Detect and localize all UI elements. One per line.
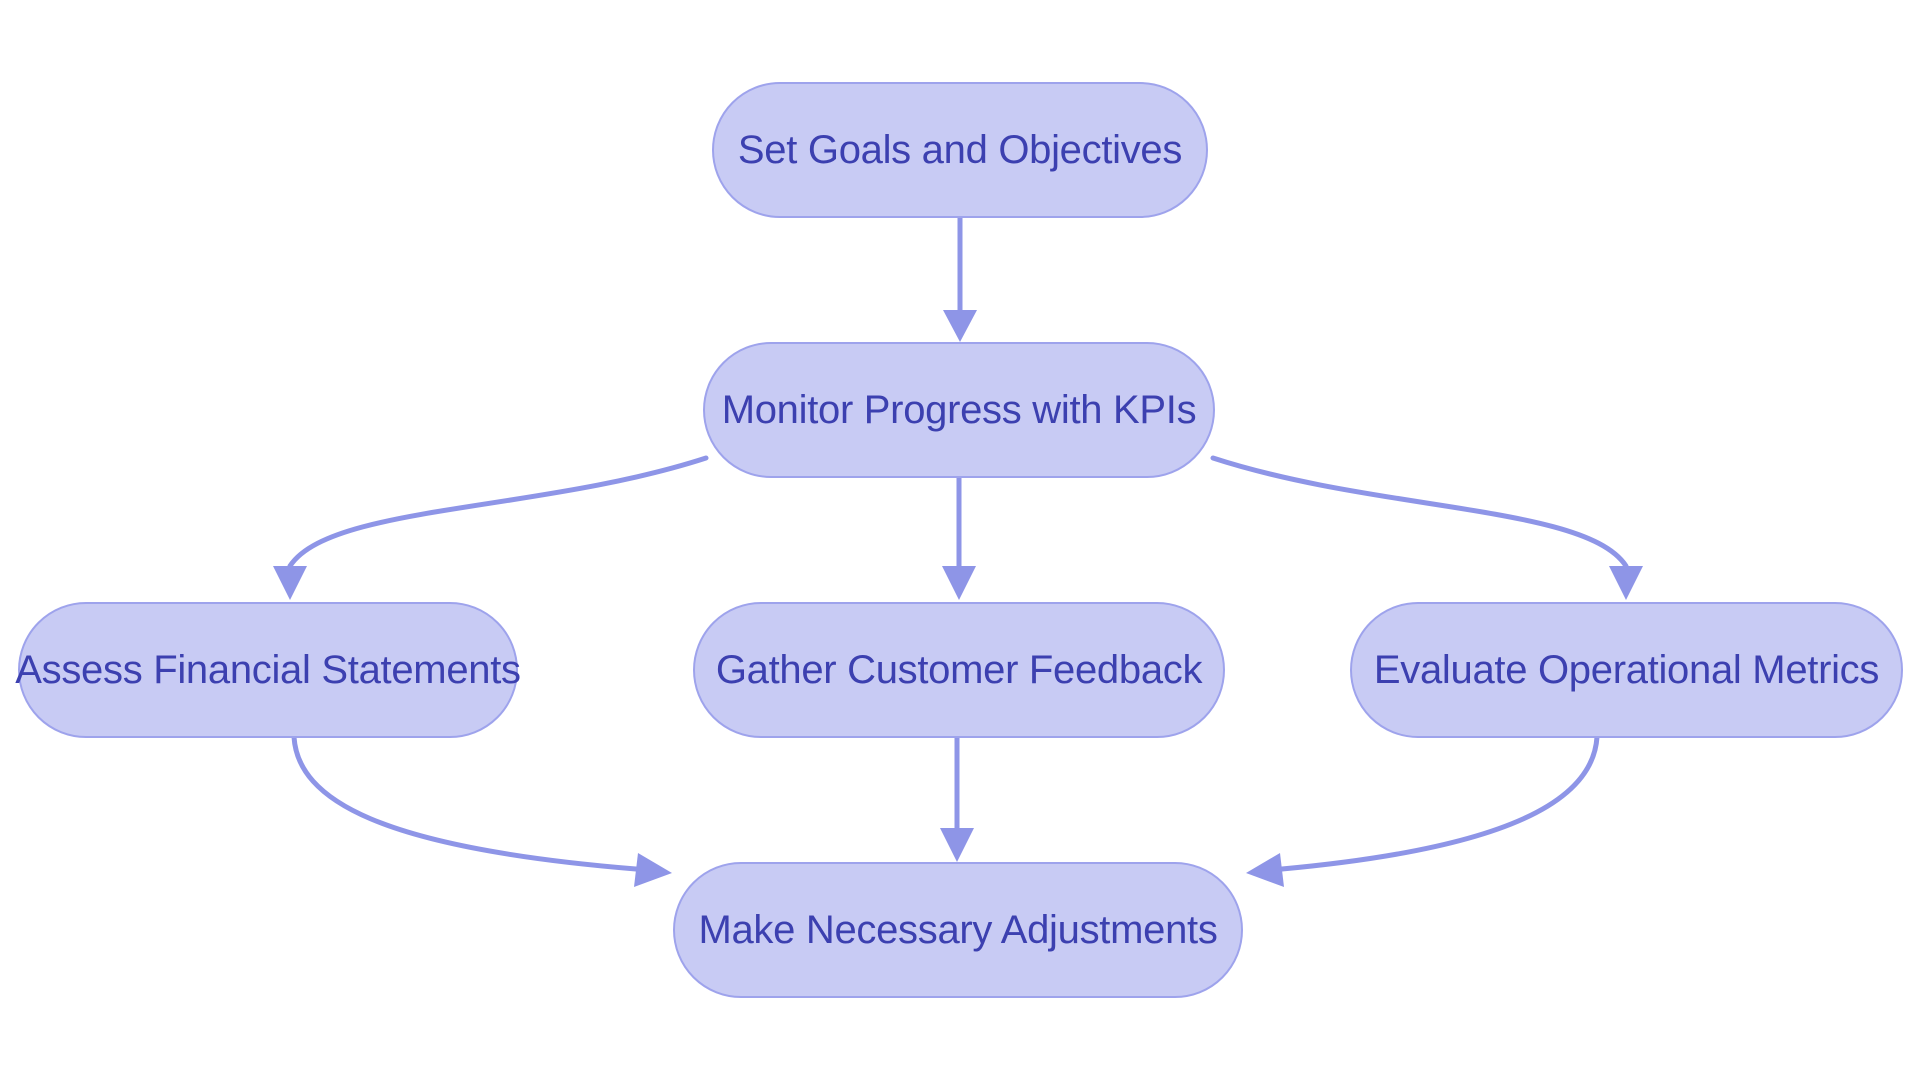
arrowhead-evaluate-metrics bbox=[1609, 566, 1643, 600]
node-set-goals: Set Goals and Objectives bbox=[712, 82, 1208, 218]
arrowhead-assess-financial bbox=[273, 566, 307, 600]
node-make-adjustments-label: Make Necessary Adjustments bbox=[698, 907, 1218, 952]
arrowhead-make-adjustments-top bbox=[940, 828, 974, 862]
arrowhead-make-adjustments-right bbox=[1246, 853, 1284, 887]
arrowhead-gather-feedback bbox=[942, 566, 976, 600]
arrowhead-make-adjustments-left bbox=[634, 853, 672, 887]
arrowhead-monitor-progress bbox=[943, 310, 977, 342]
node-monitor-progress: Monitor Progress with KPIs bbox=[703, 342, 1215, 478]
edge-evaluate-metrics-to-make-adjustments bbox=[1279, 734, 1600, 872]
node-assess-financial-label: Assess Financial Statements bbox=[15, 647, 521, 692]
node-gather-feedback: Gather Customer Feedback bbox=[693, 602, 1225, 738]
node-make-adjustments: Make Necessary Adjustments bbox=[673, 862, 1243, 998]
edge-monitor-progress-to-assess-financial bbox=[287, 455, 709, 569]
edge-monitor-progress-to-evaluate-metrics bbox=[1210, 455, 1629, 569]
node-assess-financial: Assess Financial Statements bbox=[15, 602, 521, 738]
node-evaluate-metrics-label: Evaluate Operational Metrics bbox=[1373, 647, 1880, 692]
node-gather-feedback-label: Gather Customer Feedback bbox=[715, 647, 1203, 692]
edge-assess-financial-to-make-adjustments bbox=[291, 734, 639, 872]
node-monitor-progress-label: Monitor Progress with KPIs bbox=[721, 387, 1197, 432]
node-set-goals-label: Set Goals and Objectives bbox=[737, 127, 1183, 172]
node-evaluate-metrics: Evaluate Operational Metrics bbox=[1350, 602, 1903, 738]
